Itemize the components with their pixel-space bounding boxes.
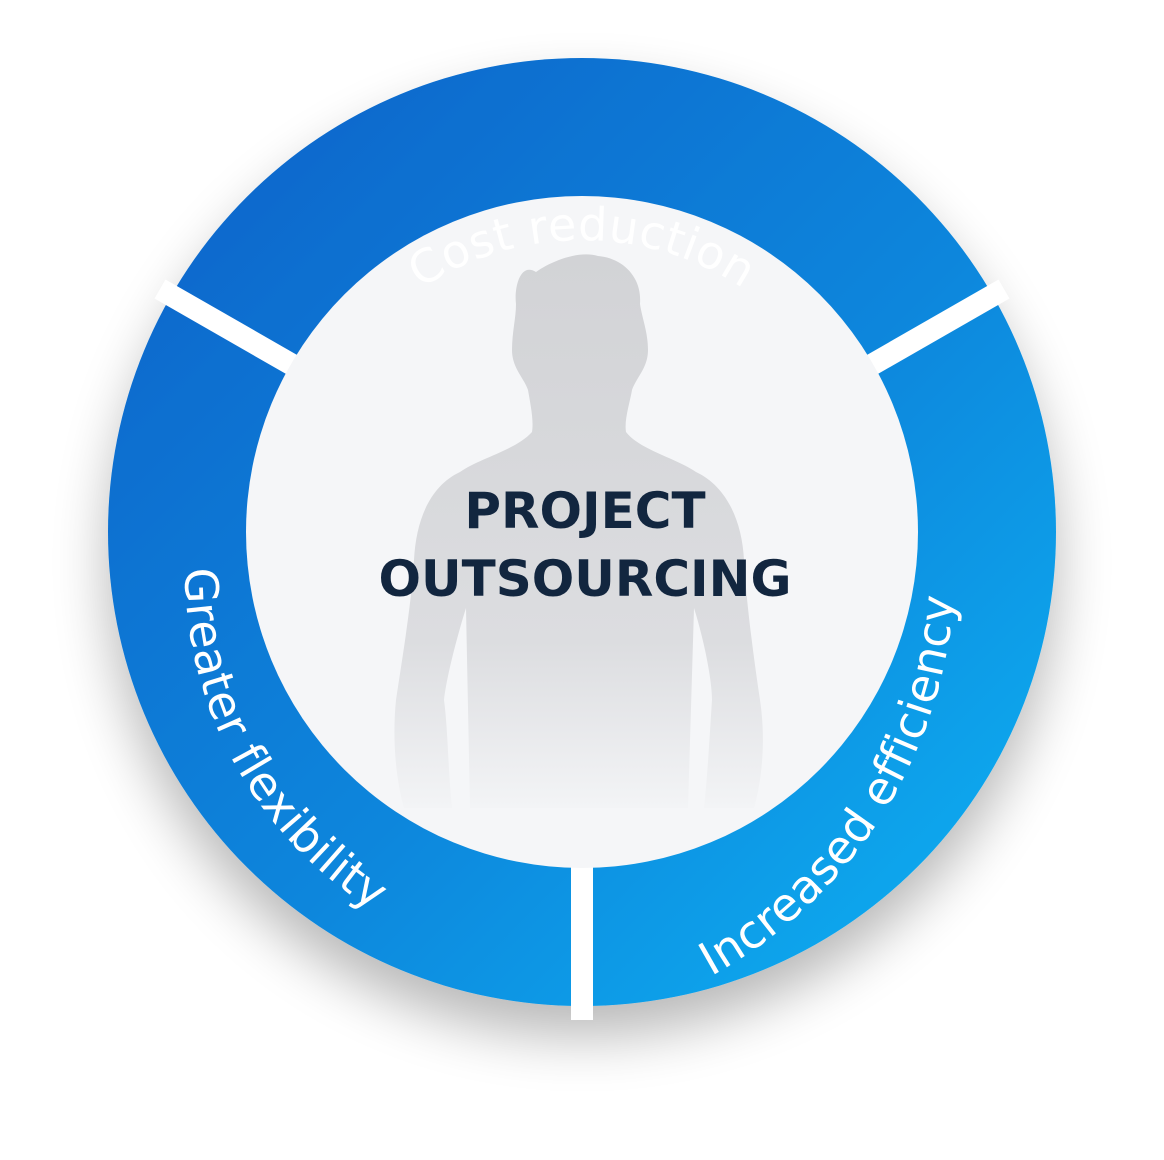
center-title-line1: PROJECT (464, 482, 705, 540)
center-title-line2: OUTSOURCING (378, 550, 791, 608)
segment-dividers (154, 279, 1010, 1020)
divider-top-left (154, 279, 309, 381)
person-silhouette-icon (394, 254, 763, 808)
divider-top-right (855, 279, 1010, 381)
